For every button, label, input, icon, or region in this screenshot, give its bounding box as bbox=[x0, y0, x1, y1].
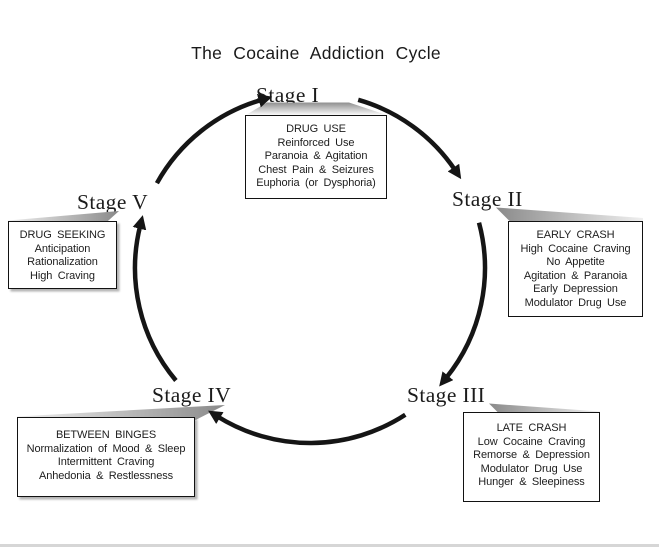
box-line: Normalization of Mood & Sleep bbox=[26, 442, 186, 455]
stage2-label: Stage II bbox=[452, 187, 523, 211]
box-line: High Cocaine Craving bbox=[520, 242, 631, 255]
box-line: Anhedonia & Restlessness bbox=[38, 469, 174, 482]
box-line: Modulator Drug Use bbox=[480, 462, 583, 475]
box-line: Intermittent Craving bbox=[57, 456, 155, 469]
arrow-stage2-to-stage3 bbox=[439, 222, 488, 387]
arrow-stage4-to-stage5 bbox=[132, 215, 178, 382]
stage3-label: Stage III bbox=[407, 383, 486, 407]
box-line: Chest Pain & Seizures bbox=[258, 163, 374, 176]
stage1-box-title: DRUG USE bbox=[286, 123, 346, 135]
box-line: Rationalization bbox=[27, 256, 98, 269]
box-line: No Appetite bbox=[546, 256, 605, 269]
stage5-box-title: DRUG SEEKING bbox=[19, 229, 106, 241]
stage4-box: BETWEEN BINGES Normalization of Mood & S… bbox=[17, 417, 195, 497]
diagram-title: The Cocaine Addiction Cycle bbox=[191, 43, 441, 63]
box-line: Modulator Drug Use bbox=[524, 296, 627, 309]
box-line: Euphoria (or Dysphoria) bbox=[256, 177, 376, 190]
stage4-label: Stage IV bbox=[152, 383, 232, 407]
stage1-flag-connector bbox=[245, 102, 388, 116]
stage4-box-title: BETWEEN BINGES bbox=[55, 429, 157, 441]
box-line: Agitation & Paranoia bbox=[523, 269, 628, 282]
stage2-flag-connector bbox=[496, 207, 643, 223]
stage2-box-title: EARLY CRASH bbox=[536, 229, 615, 241]
box-line: Remorse & Depression bbox=[473, 449, 590, 462]
arrow-stage3-to-stage4 bbox=[208, 410, 407, 446]
stage3-box: LATE CRASH Low Cocaine Craving Remorse &… bbox=[463, 412, 600, 502]
box-line: Low Cocaine Craving bbox=[477, 435, 586, 448]
box-line: Paranoia & Agitation bbox=[264, 150, 368, 163]
stage5-label: Stage V bbox=[77, 190, 149, 214]
stage1-box: DRUG USE Reinforced Use Paranoia & Agita… bbox=[245, 115, 387, 199]
box-line: High Craving bbox=[30, 269, 95, 282]
box-line: Reinforced Use bbox=[277, 136, 355, 149]
stage5-box: DRUG SEEKING Anticipation Rationalizatio… bbox=[8, 221, 117, 289]
stage3-box-title: LATE CRASH bbox=[496, 422, 567, 434]
box-line: Hunger & Sleepiness bbox=[478, 476, 585, 489]
page-bottom-divider bbox=[0, 544, 659, 547]
stage3-flag-connector bbox=[489, 403, 600, 415]
box-line: Early Depression bbox=[533, 283, 618, 296]
arrow-stage1-to-stage2 bbox=[357, 97, 462, 180]
stage4-flag-connector bbox=[17, 405, 225, 420]
box-line: Anticipation bbox=[34, 242, 91, 255]
arrow-stage5-to-stage1 bbox=[154, 93, 273, 185]
stage2-box: EARLY CRASH High Cocaine Craving No Appe… bbox=[508, 221, 643, 317]
